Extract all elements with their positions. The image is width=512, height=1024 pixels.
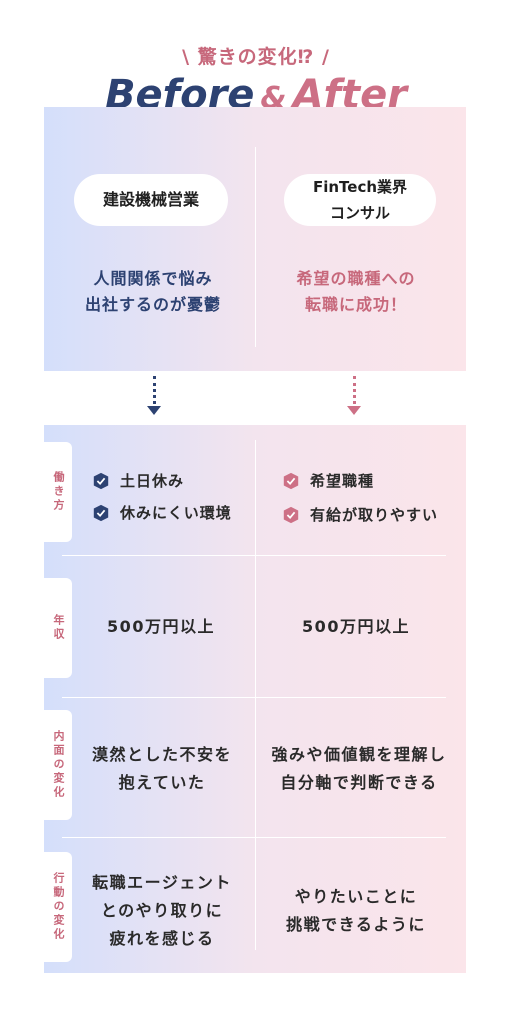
after-role-line1: FinTech業界 [312,178,408,196]
before-action-line2: とのやり取りに [100,901,224,920]
after-action-change: やりたいことに 挑戦できるように [262,883,450,939]
summary-divider [255,147,256,347]
after-action-line1: やりたいことに [294,887,418,906]
label-inner-change: 内面の変化 [52,730,65,800]
before-check-label: 休みにくい環境 [120,504,232,522]
after-inner-change: 強みや価値観を理解し 自分軸で判断できる [258,741,460,797]
after-check-item: 有給が取りやすい [282,504,438,525]
label-tab-inner: 内面の変化 [44,710,72,820]
after-action-line2: 挑戦できるように [286,915,426,934]
header-kicker: \ 驚きの変化⁉ / [182,46,330,68]
before-check-item: 土日休み [92,470,184,491]
before-income: 500万円以上 [107,617,215,636]
before-action-line3: 疲れを感じる [109,929,215,948]
label-tab-action: 行動の変化 [44,852,72,962]
comparison-divider [255,440,256,950]
after-role-line2: コンサル [329,204,390,222]
label-income: 年収 [52,614,65,642]
check-shield-icon [93,504,109,521]
before-desc-line1: 人間関係で悩み [93,269,213,288]
before-action-change: 転職エージェント とのやり取りに 疲れを感じる [72,869,252,953]
after-description: 希望の職種への 転職に成功！ [268,266,444,318]
row-divider [62,555,446,556]
after-check-label: 希望職種 [310,472,375,490]
check-shield-icon [283,506,299,523]
after-down-arrow-icon [347,376,361,415]
before-action-line1: 転職エージェント [92,873,232,892]
before-inner-line1: 漠然とした不安を [91,745,232,764]
check-shield-icon [93,472,109,489]
before-desc-line2: 出社するのが憂鬱 [84,295,221,314]
before-check-label: 土日休み [120,472,185,490]
label-work-style: 働き方 [52,471,65,513]
before-inner-change: 漠然とした不安を 抱えていた [72,741,252,797]
after-check-item: 希望職種 [282,470,374,491]
after-check-label: 有給が取りやすい [310,506,439,524]
after-inner-line1: 強みや価値観を理解し [271,745,447,764]
before-down-arrow-icon [147,376,161,415]
row-divider [62,837,446,838]
before-description: 人間関係で悩み 出社するのが憂鬱 [64,266,242,318]
after-inner-line2: 自分軸で判断できる [280,773,438,792]
after-desc-line2: 転職に成功！ [304,295,407,314]
label-action-change: 行動の変化 [52,872,65,942]
check-shield-icon [283,472,299,489]
label-tab-income: 年収 [44,578,72,678]
after-desc-line1: 希望の職種への [296,269,416,288]
after-role-pill: FinTech業界 コンサル [284,174,436,226]
label-tab-work-style: 働き方 [44,442,72,542]
before-check-item: 休みにくい環境 [92,502,232,523]
after-income: 500万円以上 [302,617,410,636]
row-divider [62,697,446,698]
before-inner-line2: 抱えていた [118,773,206,792]
before-role-pill: 建設機械営業 [74,174,228,226]
